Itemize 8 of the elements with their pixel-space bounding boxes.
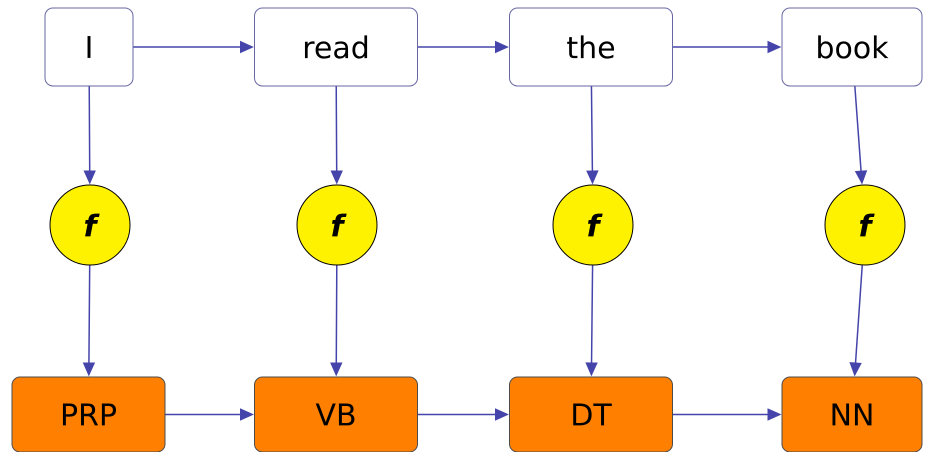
word-box: I: [44, 8, 134, 86]
word-box: book: [782, 8, 922, 86]
tag-box: DT: [509, 376, 673, 452]
word-box: read: [254, 8, 418, 86]
tag-box: NN: [782, 376, 922, 452]
tag-box: VB: [254, 376, 418, 452]
word-box: the: [509, 8, 673, 86]
tag-box: PRP: [12, 376, 166, 452]
